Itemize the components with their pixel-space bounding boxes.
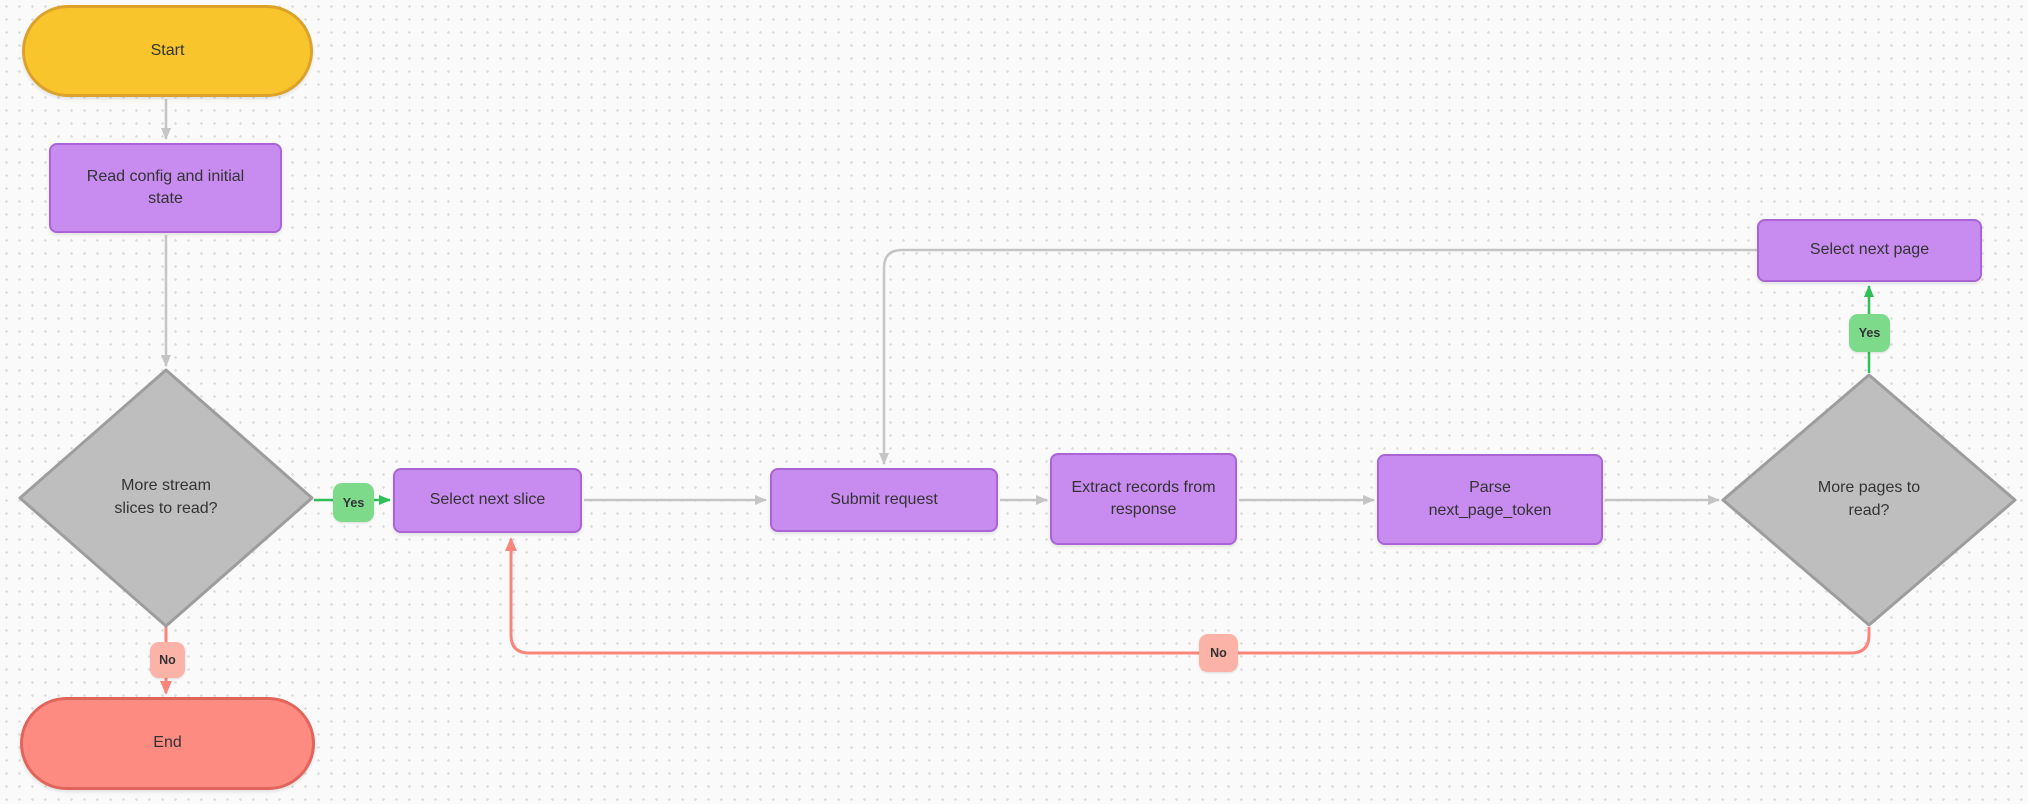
no-badge-more-slices[interactable]: No: [150, 642, 185, 678]
extract-records-node[interactable]: Extract records from response: [1050, 453, 1237, 545]
end-label: End: [153, 734, 182, 752]
select-next-slice-label: Select next slice: [429, 491, 546, 509]
read-config-node[interactable]: Read config and initial state: [49, 143, 282, 233]
yes-badge-more-slices[interactable]: Yes: [333, 483, 374, 522]
no-badge-more-pages[interactable]: No: [1199, 634, 1238, 672]
select-next-page-label: Select next page: [1809, 241, 1930, 259]
decision-more-stream-slices[interactable]: [18, 368, 314, 628]
decision-more-pages[interactable]: [1721, 373, 2017, 627]
start-node[interactable]: Start: [22, 5, 313, 97]
select-next-page-node[interactable]: Select next page: [1757, 219, 1982, 282]
parse-next-page-token-label: Parse next_page_token: [1428, 479, 1552, 519]
edge-more-pages-no-to-select-next-slice[interactable]: [505, 537, 1871, 655]
edge-select-next-page-to-submit-request[interactable]: [879, 248, 1757, 465]
start-label: Start: [150, 41, 185, 59]
parse-next-page-token-node[interactable]: Parse next_page_token: [1377, 454, 1603, 545]
select-next-slice-node[interactable]: Select next slice: [393, 468, 582, 533]
yes-badge-more-pages[interactable]: Yes: [1849, 314, 1890, 352]
submit-request-node[interactable]: Submit request: [770, 468, 998, 532]
submit-request-label: Submit request: [830, 490, 938, 508]
read-config-label: Read config and initial state: [86, 167, 245, 207]
extract-records-label: Extract records from response: [1071, 478, 1216, 518]
end-node[interactable]: End: [20, 697, 315, 790]
